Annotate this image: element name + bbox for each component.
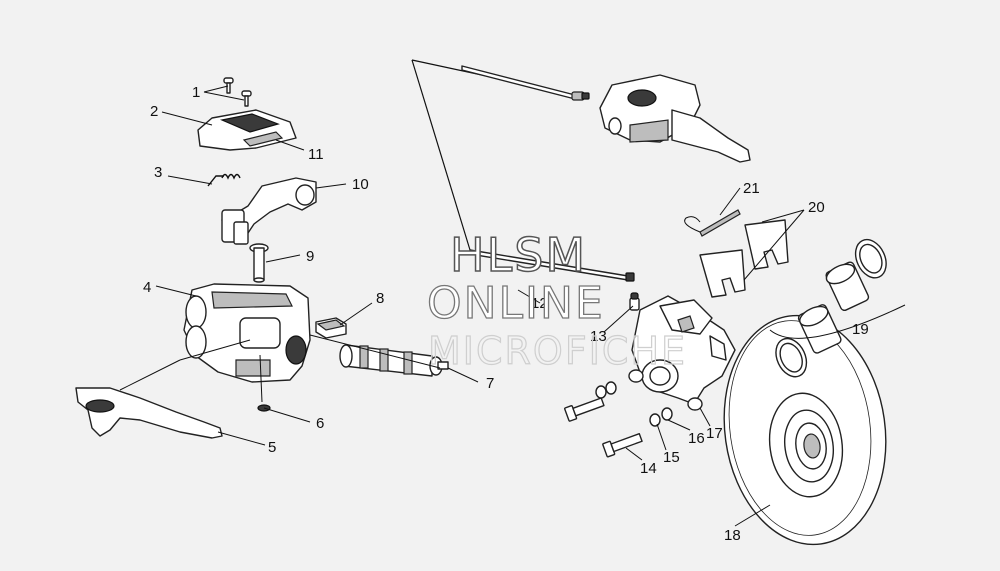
callout-1: 1 [192,84,200,101]
callout-12: 12 [531,295,548,312]
part-spring [207,173,241,187]
part-master-cylinder-piston [339,344,449,377]
part-brake-line [411,59,635,282]
callout-21: 21 [743,180,760,197]
callout-2: 2 [150,103,158,120]
part-brake-light-switch [315,317,347,339]
part-brake-rotor [723,314,887,546]
callout-5: 5 [268,439,276,456]
part-brake-pads [699,219,789,298]
callout-20: 20 [808,199,825,216]
callout-labels: 1 2 3 4 5 6 7 8 9 10 11 12 13 14 15 16 1… [143,84,869,544]
callout-3: 3 [154,164,162,181]
part-cover-gasket [242,131,284,147]
callout-19: 19 [852,321,869,338]
callout-13: 13 [590,328,607,345]
callout-15: 15 [663,449,680,466]
leader-lines [119,85,805,527]
watermark: MICROFICHE ONLINE HLSM [426,227,687,373]
callout-8: 8 [376,290,384,307]
callout-7: 7 [486,375,494,392]
part-master-cylinder-assembly [599,74,751,163]
part-hand-lever [75,387,223,439]
callout-17: 17 [706,425,723,442]
callout-18: 18 [724,527,741,544]
part-pivot-pin [249,243,269,283]
part-reservoir-cover [197,109,297,151]
callout-6: 6 [316,415,324,432]
callout-14: 14 [640,460,657,477]
callout-9: 9 [306,248,314,265]
callout-10: 10 [352,176,369,193]
part-piston-kit [769,238,906,378]
watermark-line-1: HLSM [450,228,587,282]
part-master-cylinder-housing [183,283,311,383]
part-caliper-bolts [564,381,673,458]
callout-4: 4 [143,279,151,296]
watermark-line-2: ONLINE [427,278,605,329]
callout-16: 16 [688,430,705,447]
part-lever-pivot [221,177,317,245]
callout-11: 11 [308,146,324,163]
watermark-line-3: MICROFICHE [428,329,687,373]
part-pad-pin [684,209,741,237]
part-screws [223,77,252,107]
part-caliper [628,295,736,411]
